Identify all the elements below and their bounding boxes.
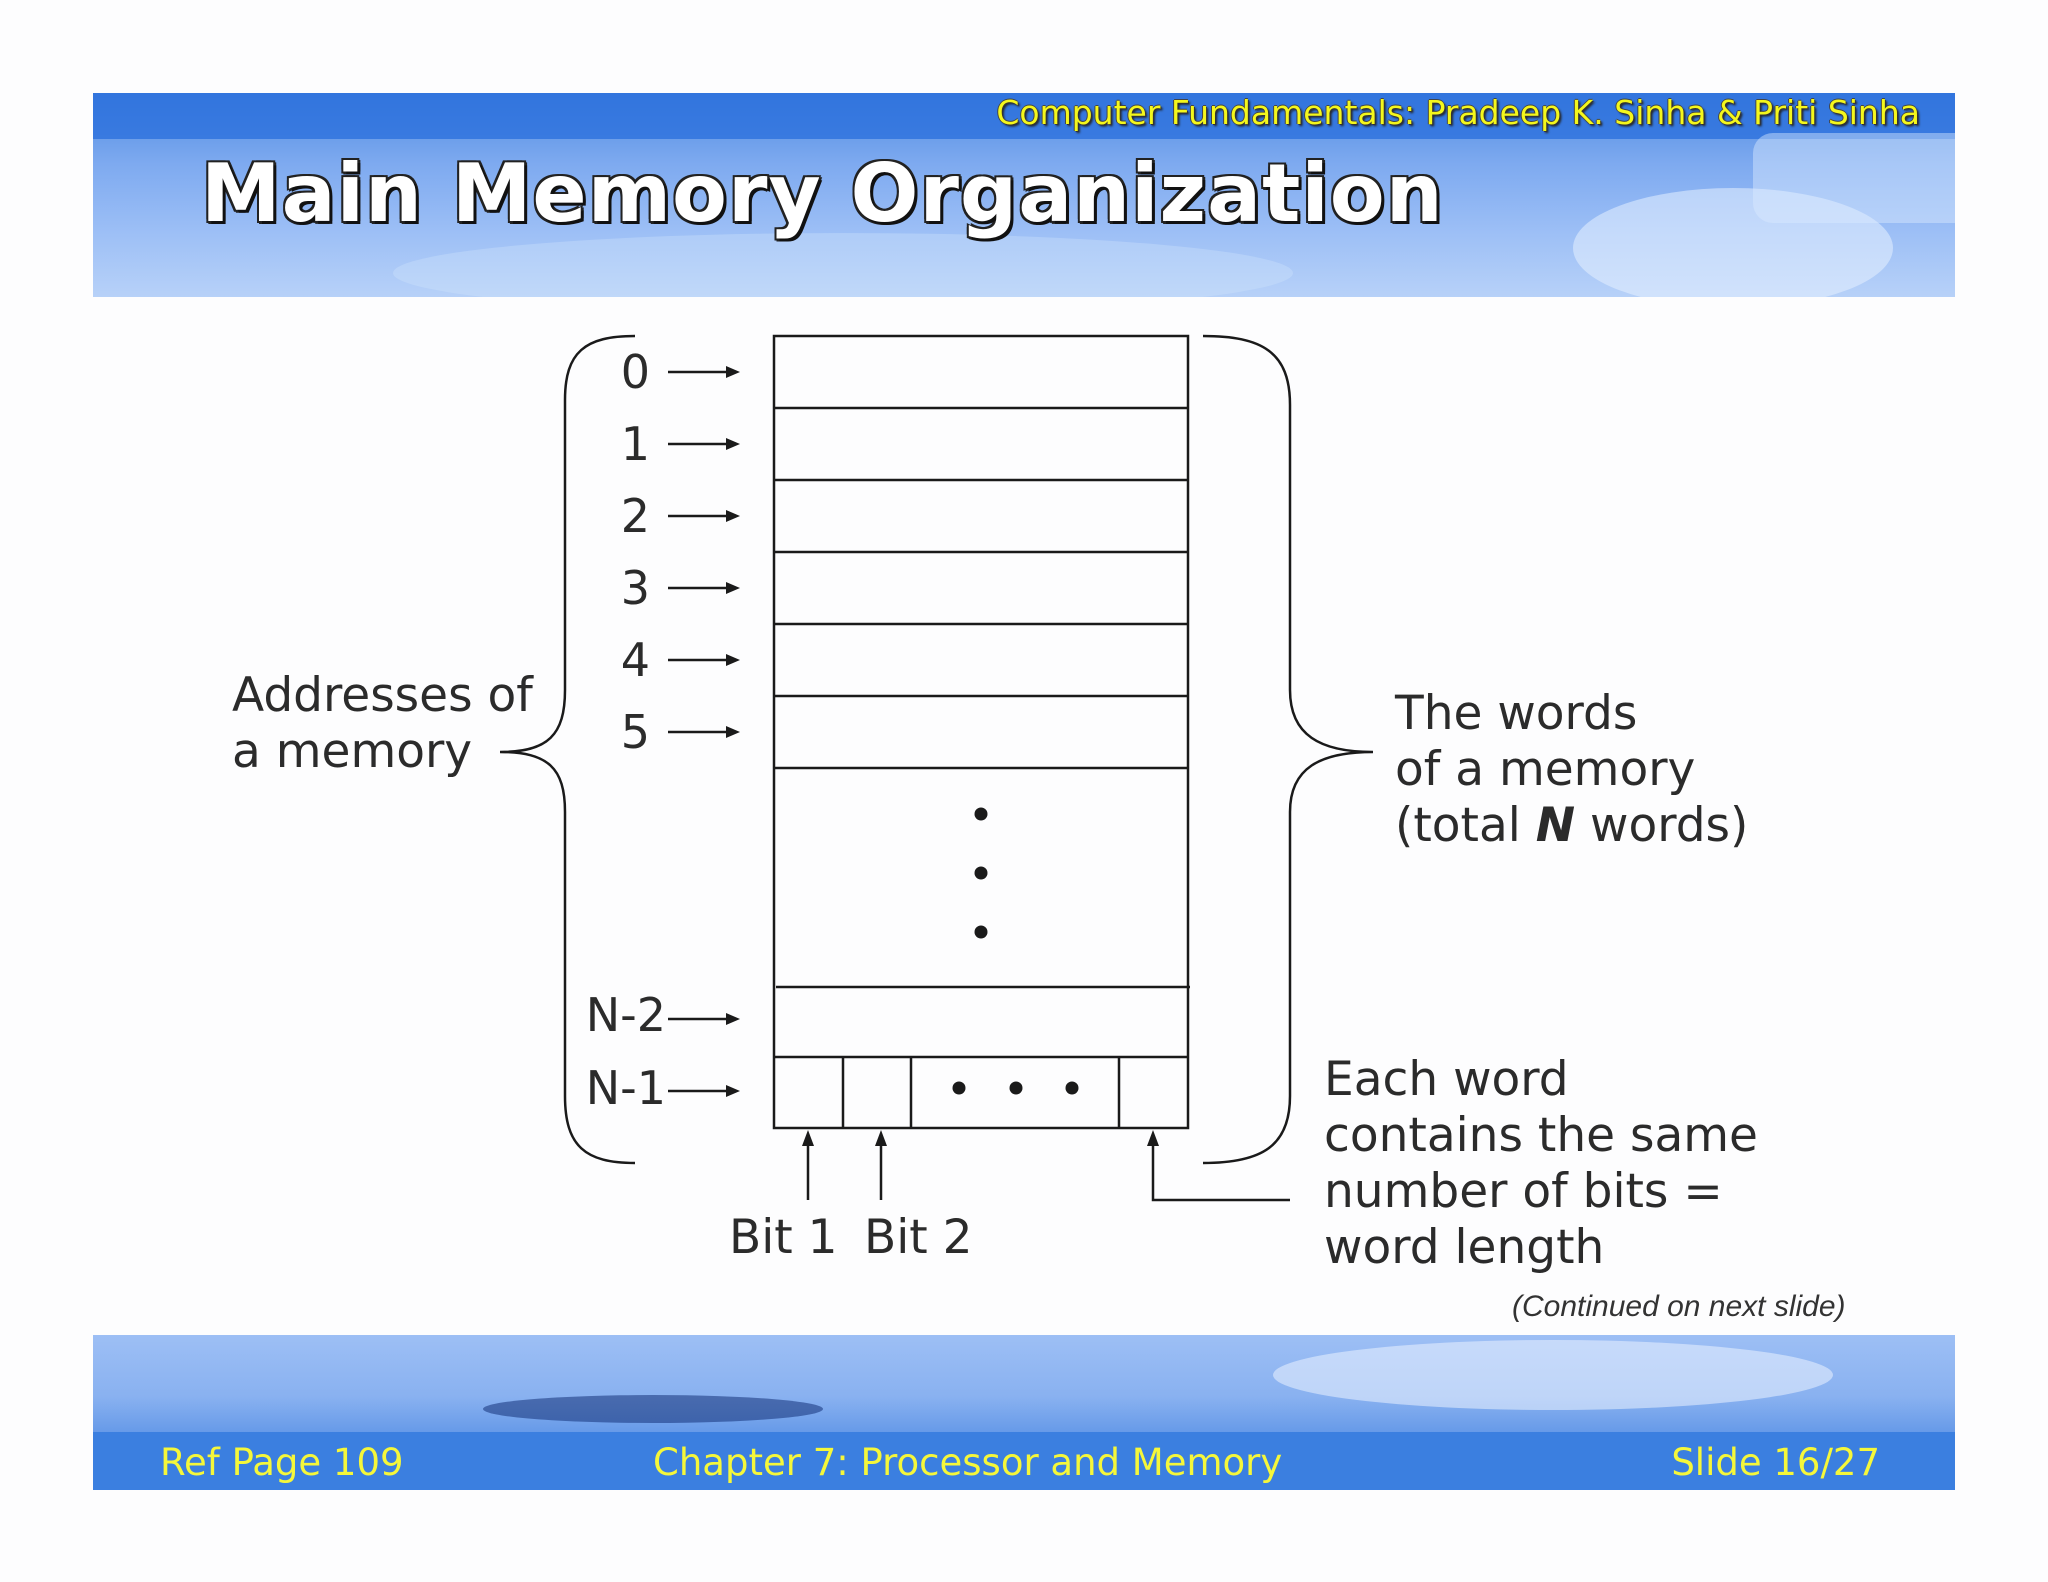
keyboard-decoration [1753, 133, 1955, 223]
ellipsis-dot [974, 807, 988, 821]
address-label: 1 [620, 417, 650, 471]
arrowhead [726, 726, 740, 738]
footer-banner: Ref Page 109 Chapter 7: Processor and Me… [93, 1335, 1955, 1490]
ellipsis-dot [1009, 1081, 1023, 1095]
addresses-label-line2: a memory [232, 724, 473, 779]
arrowhead [726, 438, 740, 450]
address-label: N-1 [585, 1061, 666, 1115]
left-curly-brace [499, 334, 636, 1165]
words-label-line3: (total N words) [1395, 798, 1748, 854]
word-note-line2: contains the same [1324, 1108, 1758, 1163]
address-label: 0 [620, 345, 650, 399]
ref-page: Ref Page 109 [160, 1441, 404, 1484]
arrowhead [726, 510, 740, 522]
arrowhead [726, 654, 740, 666]
arrowhead [726, 1013, 740, 1025]
header-top-strip [93, 93, 1955, 139]
continued-note: (Continued on next slide) [1512, 1290, 1846, 1323]
word-note-line3: number of bits = [1324, 1164, 1723, 1219]
ellipsis-dot [974, 866, 988, 880]
word-length-arrow [1151, 1145, 1290, 1202]
header-banner: Computer Fundamentals: Pradeep K. Sinha … [93, 93, 1955, 297]
footer-bottom-strip [93, 1432, 1955, 1490]
keyboard-decoration [1273, 1340, 1833, 1410]
address-label: 2 [620, 489, 650, 543]
header-blur-decoration [393, 233, 1293, 297]
arrowhead [726, 1085, 740, 1097]
addresses-label-line1: Addresses of [232, 668, 533, 723]
address-label: N-2 [585, 988, 666, 1042]
arrowhead [726, 582, 740, 594]
right-curly-brace [1202, 334, 1374, 1165]
ellipsis-dot [952, 1081, 966, 1095]
arrowhead [726, 366, 740, 378]
word-note-line1: Each word [1324, 1052, 1569, 1107]
address-label: 4 [620, 633, 650, 687]
bit2-label: Bit 2 [864, 1210, 973, 1265]
slide-number: Slide 16/27 [1671, 1441, 1880, 1484]
chapter-title: Chapter 7: Processor and Memory [653, 1441, 1283, 1484]
total-n-symbol: N [1535, 798, 1576, 853]
arrowhead [802, 1130, 814, 1146]
ellipsis-dot [1065, 1081, 1079, 1095]
words-label-suffix: words) [1575, 798, 1749, 853]
slide-title: Main Memory Organization [201, 147, 1444, 240]
memory-column [772, 334, 1190, 1130]
arrowhead [875, 1130, 887, 1146]
words-label-line2: of a memory [1395, 742, 1696, 797]
footer-blur-decoration [483, 1395, 823, 1423]
address-label: 5 [620, 705, 650, 759]
word-note-line4: word length [1324, 1220, 1605, 1275]
ellipsis-dot [974, 925, 988, 939]
book-subtitle: Computer Fundamentals: Pradeep K. Sinha … [996, 93, 1920, 132]
arrowhead [1147, 1130, 1159, 1146]
mouse-decoration [1573, 188, 1893, 297]
bit1-label: Bit 1 [729, 1210, 838, 1265]
words-label-prefix: (total [1395, 798, 1536, 853]
words-label-line1: The words [1395, 686, 1638, 741]
address-label: 3 [620, 561, 650, 615]
